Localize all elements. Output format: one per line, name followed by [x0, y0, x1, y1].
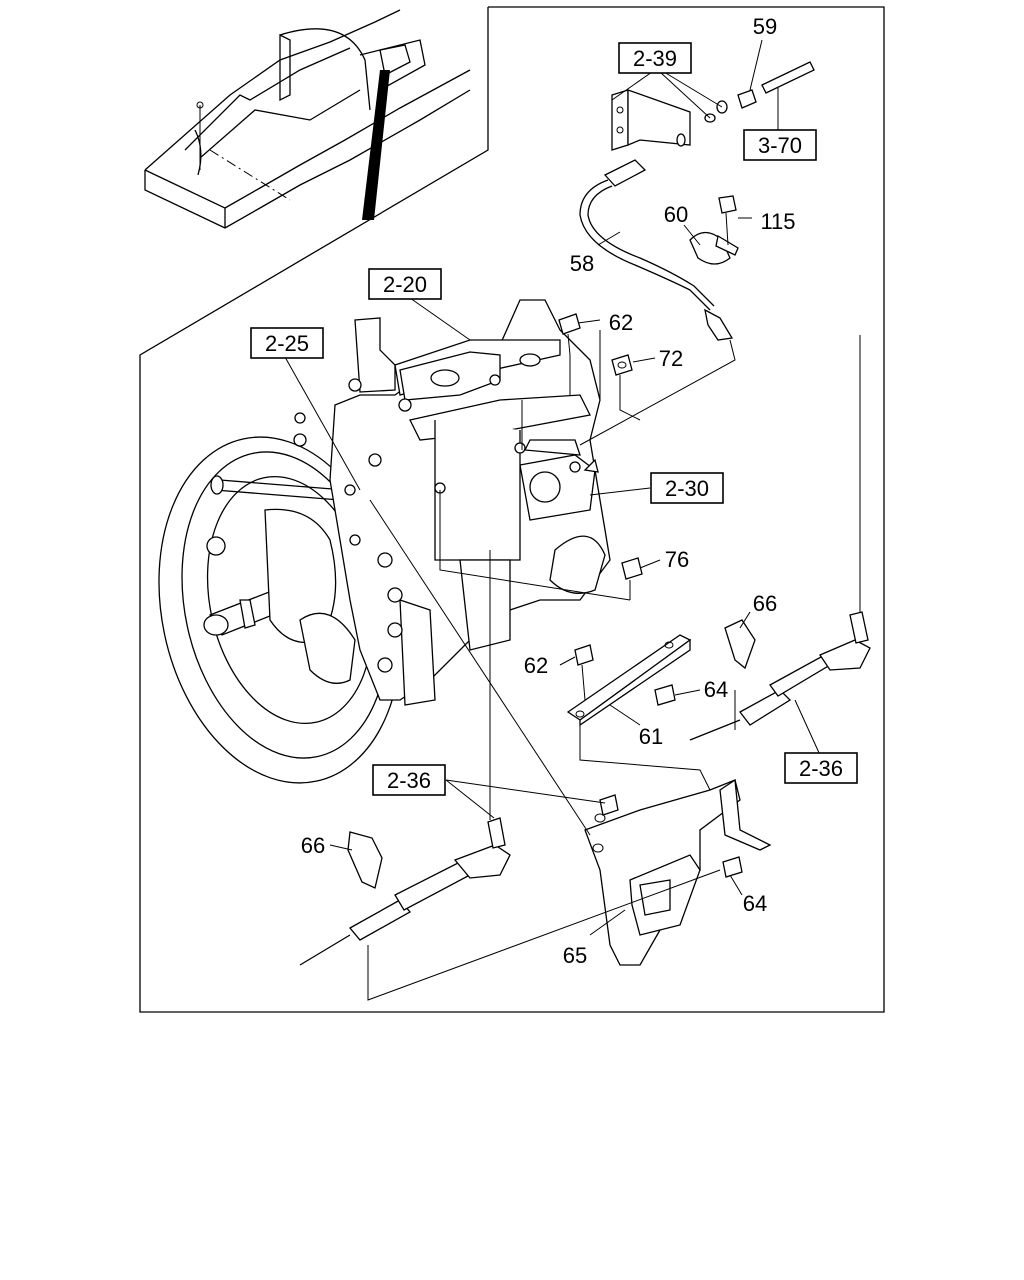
routing-lines	[367, 330, 861, 1001]
transmission-assembly	[158, 299, 611, 784]
part-number-60: 60	[664, 202, 688, 227]
bracket-65	[584, 778, 772, 966]
part-number-66-right: 66	[753, 591, 777, 616]
part-number-58: 58	[570, 251, 594, 276]
boxed-label-text: 2-36	[799, 756, 843, 781]
part-number-61: 61	[639, 724, 663, 749]
part-number-76: 76	[665, 547, 689, 572]
upper-parts	[579, 61, 815, 341]
boxed-label-text: 2-36	[387, 768, 431, 793]
part-number-64-upper: 64	[704, 677, 728, 702]
boxed-label-text: 3-70	[758, 133, 802, 158]
part-number-59: 59	[753, 14, 777, 39]
boxed-label-text: 2-30	[665, 476, 709, 501]
boxed-label-text: 2-20	[383, 272, 427, 297]
part-number-62-lower: 62	[524, 653, 548, 678]
cable-assemblies	[299, 611, 871, 966]
part-number-64-lower: 64	[743, 891, 767, 916]
diagram-frame	[139, 6, 885, 1013]
bracket-61	[566, 634, 692, 727]
part-number-62-upper: 62	[609, 310, 633, 335]
part-number-72: 72	[659, 346, 683, 371]
boxed-label-3-70: 3-70	[743, 129, 817, 161]
part-number-115: 115	[760, 209, 795, 234]
boxed-label-2-36-right: 2-36	[784, 752, 858, 784]
boxed-label-text: 2-25	[265, 331, 309, 356]
boxed-label-text: 2-39	[633, 46, 677, 71]
boxed-label-2-20: 2-20	[368, 268, 442, 300]
part-number-66-left: 66	[301, 833, 325, 858]
leader-lines	[284, 39, 821, 936]
clips-66	[347, 619, 756, 889]
vehicle-inset-illustration	[144, 9, 471, 229]
boxed-label-2-36-left: 2-36	[372, 764, 446, 796]
part-number-65: 65	[563, 943, 587, 968]
boxed-label-2-25: 2-25	[250, 327, 324, 359]
fasteners	[558, 313, 743, 878]
boxed-label-2-39: 2-39	[618, 42, 692, 74]
boxed-label-2-30: 2-30	[650, 472, 724, 504]
